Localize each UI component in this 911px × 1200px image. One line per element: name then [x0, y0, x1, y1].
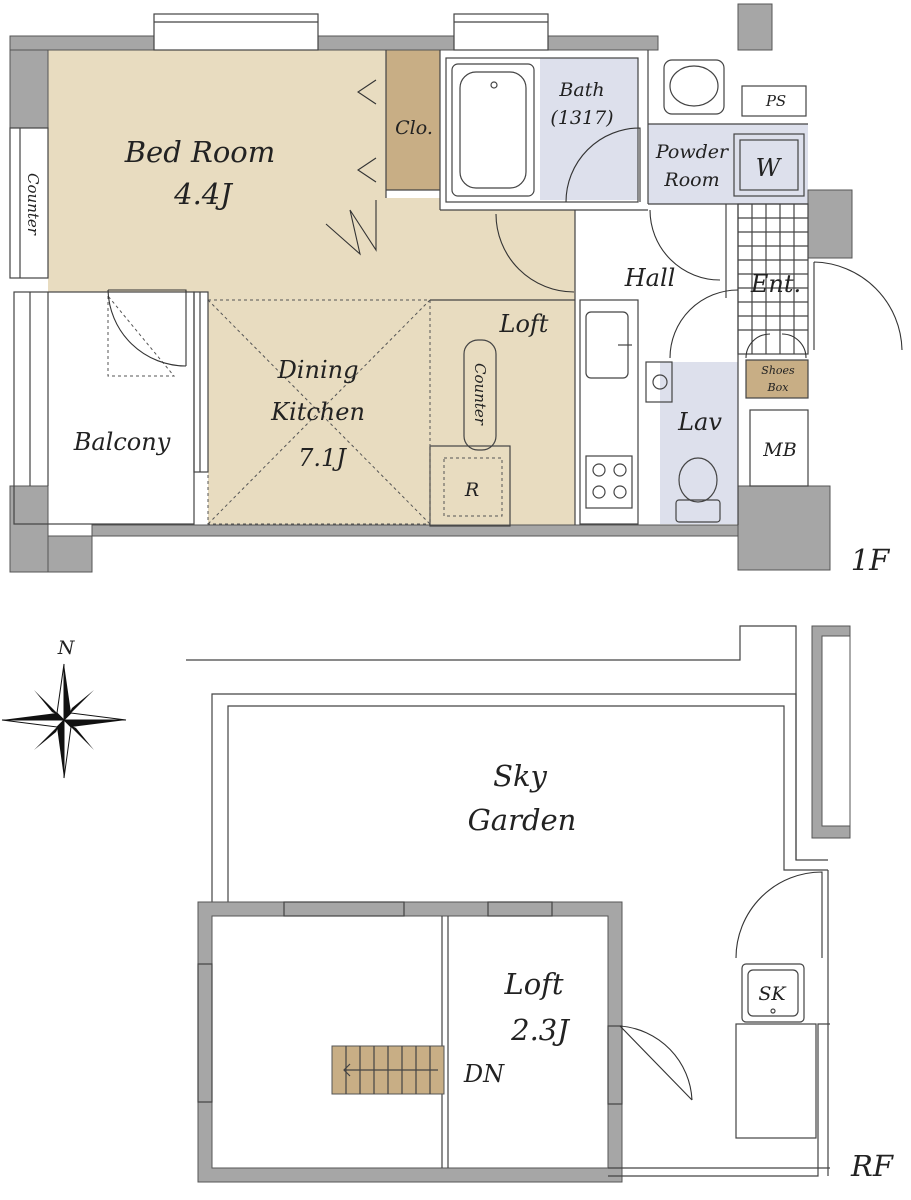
- bath-room-outline: [445, 57, 639, 203]
- window-bedroom: [153, 13, 319, 51]
- vanity-sink: [663, 59, 725, 115]
- compass-north-label: N: [57, 637, 76, 659]
- door-powder: [649, 209, 721, 281]
- lav-fill: [660, 362, 738, 524]
- dining-label-1: Dining: [277, 356, 359, 384]
- dining-size: 7.1J: [298, 444, 347, 472]
- dining-counter: [463, 339, 497, 451]
- powder-label-2: Room: [663, 169, 719, 191]
- entrance-label: Ent.: [750, 270, 801, 298]
- bedroom-size: 4.4J: [173, 177, 233, 211]
- powder-fill: [648, 124, 808, 204]
- wall-top-left: [9, 35, 155, 51]
- compass-rose-icon: [1, 663, 127, 779]
- bathtub: [451, 63, 535, 197]
- dining-label-2: Kitchen: [270, 398, 365, 426]
- bath-size: (1317): [550, 107, 613, 129]
- counter-kitchen-label: Counter: [471, 363, 489, 426]
- powder-label-1: Powder: [655, 141, 730, 163]
- sky-label-1: Sky: [493, 759, 547, 793]
- door-shoes: [745, 333, 807, 359]
- level-1f-label: 1F: [851, 543, 890, 577]
- counter-left-label: Counter: [24, 173, 42, 236]
- rf-unit: [735, 1023, 817, 1139]
- sink-label: SK: [758, 983, 787, 1005]
- rf-window-1: [283, 901, 405, 917]
- loft-note-label: Loft: [499, 310, 549, 338]
- shoes-label-2: Box: [767, 381, 790, 394]
- fridge: [443, 457, 503, 517]
- ps-label: PS: [765, 92, 786, 110]
- rf-door-garden: [735, 871, 823, 959]
- rf-window-2: [487, 901, 553, 917]
- wall-bottom-thin: [91, 524, 739, 537]
- window-bath: [453, 13, 549, 51]
- stairs-dn-label: DN: [463, 1060, 505, 1088]
- door-kitchen: [495, 213, 575, 293]
- bath-label: Bath: [558, 79, 604, 101]
- stove: [585, 455, 633, 509]
- wall-top-mid: [317, 35, 455, 51]
- door-bath: [565, 127, 641, 203]
- closet-fill: [386, 50, 440, 190]
- toilet-bowl: [678, 457, 718, 503]
- rf-stairs: [331, 1045, 445, 1095]
- shoes-label-1: Shoes: [761, 364, 795, 377]
- window-counter: [9, 127, 49, 279]
- door-entrance: [813, 261, 903, 351]
- shoes-box-fill: [746, 360, 808, 398]
- bedroom-label: Bed Room: [124, 135, 276, 169]
- bedroom-floor: [48, 50, 575, 525]
- rf-sink-box: [741, 963, 805, 1023]
- rf-loft-size: 2.3J: [510, 1013, 570, 1047]
- ps-box: [741, 85, 807, 117]
- washer-label: W: [756, 154, 783, 182]
- fridge-label: R: [464, 479, 479, 501]
- toilet-tank: [675, 499, 721, 523]
- washer-box: [733, 133, 805, 197]
- shoes-box: [745, 359, 809, 399]
- rf-door-loft: [619, 1025, 693, 1101]
- closet-doors: [357, 79, 377, 183]
- wall-left-lower: [9, 485, 49, 573]
- entrance-tiles: [737, 203, 809, 355]
- closet-label: Clo.: [395, 117, 433, 139]
- door-balcony: [107, 289, 187, 367]
- bath-fill: [540, 58, 638, 200]
- wall-right-bottom: [737, 485, 831, 571]
- lav-basin: [645, 361, 673, 403]
- rf-loft-label: Loft: [503, 967, 563, 1001]
- sky-label-2: Garden: [468, 803, 577, 837]
- rf-door-frame: [607, 1025, 623, 1105]
- floor-rf: [186, 625, 851, 1183]
- mb-label: MB: [762, 439, 796, 461]
- lav-label: Lav: [677, 408, 722, 436]
- hall-label: Hall: [624, 264, 676, 292]
- level-rf-label: RF: [850, 1149, 894, 1183]
- door-lav: [669, 289, 739, 359]
- wall-right-top: [737, 3, 773, 51]
- floor-1f: [9, 3, 903, 573]
- balcony-label: Balcony: [73, 428, 171, 456]
- rf-window-left: [197, 963, 213, 1103]
- kitchen-counter: [579, 299, 639, 525]
- wall-top-right: [547, 35, 659, 51]
- wall-right-col: [807, 189, 853, 259]
- loft-ladder-icon: [325, 200, 377, 256]
- mb-box: [749, 409, 809, 487]
